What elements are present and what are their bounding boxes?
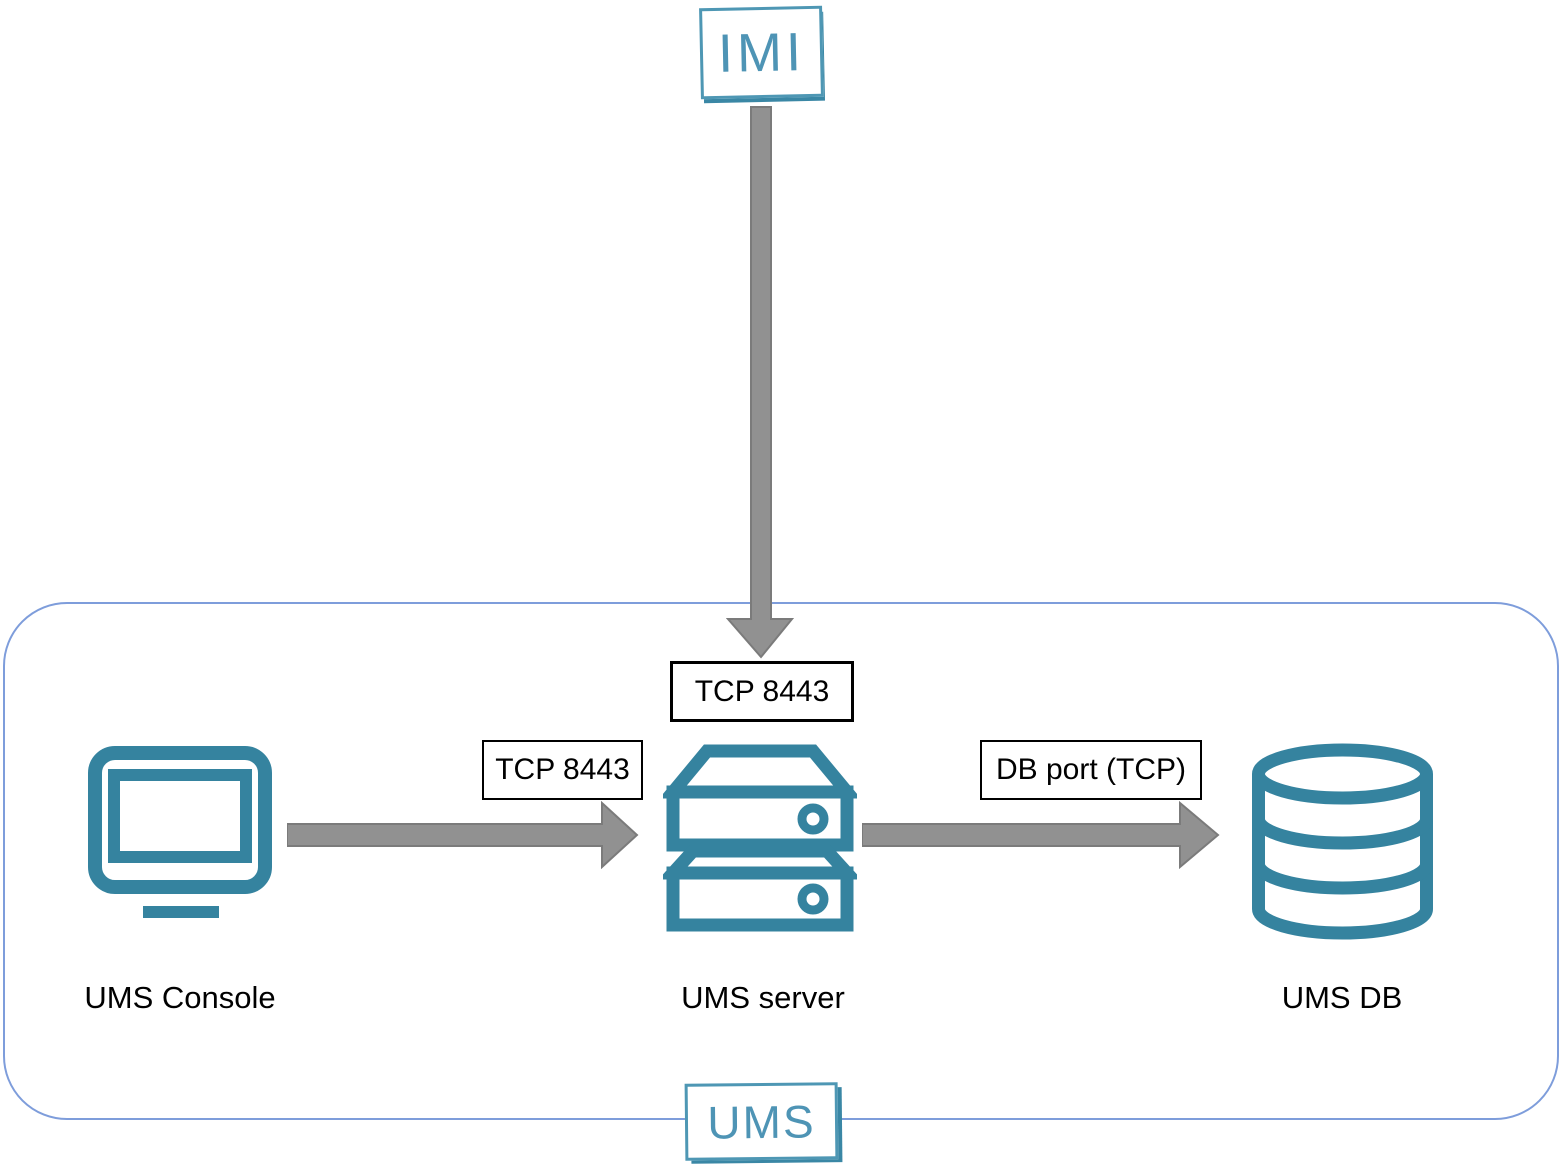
port-label-text: TCP 8443 xyxy=(694,674,830,708)
node-label-text: UMS Console xyxy=(84,980,276,1015)
imi-node: IMI xyxy=(699,5,824,100)
ums-container-tag: UMS xyxy=(684,1082,839,1161)
database-icon xyxy=(1252,743,1433,940)
port-label-imi-server: TCP 8443 xyxy=(670,661,854,722)
ums-server-label: UMS server xyxy=(603,980,923,1016)
ums-container-label: UMS xyxy=(707,1094,816,1149)
server-icon xyxy=(663,744,857,932)
arrow-imi-to-server xyxy=(726,106,794,659)
port-label-text: TCP 8443 xyxy=(495,753,630,786)
imi-node-label: IMI xyxy=(717,21,806,84)
ums-console-label: UMS Console xyxy=(20,980,340,1016)
node-label-text: UMS server xyxy=(681,980,845,1015)
port-label-server-db: DB port (TCP) xyxy=(980,740,1202,800)
arrow-server-to-db xyxy=(862,801,1220,869)
ums-db-label: UMS DB xyxy=(1182,980,1502,1016)
port-label-text: DB port (TCP) xyxy=(995,753,1187,786)
arrow-console-to-server xyxy=(287,801,639,869)
monitor-icon xyxy=(88,746,272,918)
node-label-text: UMS DB xyxy=(1281,980,1403,1015)
port-label-console-server: TCP 8443 xyxy=(482,740,643,800)
